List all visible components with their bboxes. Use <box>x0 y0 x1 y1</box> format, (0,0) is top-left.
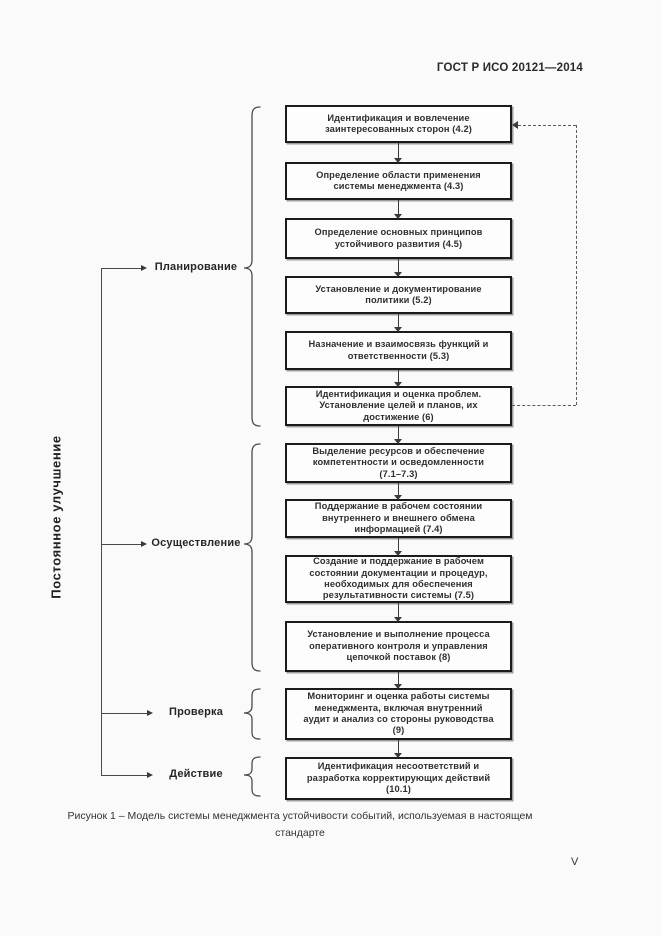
flow-arrow <box>394 426 403 444</box>
stage-label-act: Действие <box>169 768 223 780</box>
group-brace-act <box>243 756 261 797</box>
stage-label-planning: Планирование <box>154 261 238 273</box>
flowchart-box-text: Установление и документирование политики… <box>315 283 482 305</box>
stage-arrow-implementation <box>101 541 147 547</box>
flowchart-box-text: Установление и выполнение процесса опера… <box>307 629 490 663</box>
continuous-improvement-label: Постоянное улучшение <box>48 435 64 599</box>
flow-arrow <box>394 259 403 277</box>
flowchart-box-text: Выделение ресурсов и обеспечение компете… <box>312 445 485 479</box>
stage-arrow-planning <box>101 265 147 271</box>
flowchart-box-text: Создание и поддержание в рабочем состоян… <box>309 556 488 601</box>
flowchart-box-text: Определение основных принципов устойчиво… <box>314 227 483 249</box>
flowchart-box-text: Идентификация несоответствий и разработк… <box>306 761 491 795</box>
flowchart-box-communication: Поддержание в рабочем состоянии внутренн… <box>285 499 512 538</box>
feedback-line-bottom <box>512 405 576 406</box>
feedback-line-right <box>576 125 577 405</box>
stage-label-implementation: Осуществление <box>151 537 241 549</box>
document-header: ГОСТ Р ИСО 20121—2014 <box>436 62 583 74</box>
flowchart-box-policy: Установление и документирование политики… <box>285 276 512 314</box>
group-brace-implementation <box>243 443 261 672</box>
flowchart-box-resources: Выделение ресурсов и обеспечение компете… <box>285 443 512 483</box>
flowchart-box-documentation: Создание и поддержание в рабочем состоян… <box>285 555 512 603</box>
flow-arrow <box>394 314 403 332</box>
flowchart-box-monitoring: Мониторинг и оценка работы системы менед… <box>285 688 512 740</box>
flow-arrow <box>394 740 403 758</box>
stage-arrow-act <box>101 772 153 778</box>
flow-arrow <box>394 483 403 500</box>
group-brace-planning <box>243 106 261 427</box>
stage-arrow-check <box>101 710 153 716</box>
flowchart-box-text: Мониторинг и оценка работы системы менед… <box>303 691 494 736</box>
page-number: V <box>571 856 579 868</box>
group-brace-check <box>243 688 261 740</box>
stage-rail-line <box>101 268 102 775</box>
flow-arrow <box>394 538 403 556</box>
flow-arrow <box>394 370 403 387</box>
flowchart-box-operational-control: Установление и выполнение процесса опера… <box>285 621 512 672</box>
feedback-arrowhead-icon <box>512 121 518 129</box>
flowchart-box-issues-objectives: Идентификация и оценка проблем. Установл… <box>285 386 512 426</box>
flowchart-box-text: Поддержание в рабочем состоянии внутренн… <box>314 501 483 535</box>
flowchart-box-principles: Определение основных принципов устойчиво… <box>285 218 512 259</box>
flowchart-box-stakeholders: Идентификация и вовлечение заинтересован… <box>285 105 512 143</box>
flowchart-box-text: Назначение и взаимосвязь функций и ответ… <box>308 339 489 361</box>
figure-caption: Рисунок 1 – Модель системы менеджмента у… <box>67 810 533 839</box>
flowchart-box-nonconformities: Идентификация несоответствий и разработк… <box>285 757 512 800</box>
stage-label-check: Проверка <box>168 706 224 718</box>
flow-arrow <box>394 143 403 163</box>
flow-arrow <box>394 672 403 689</box>
flowchart-box-text: Определение области применения системы м… <box>316 169 481 191</box>
flow-arrow <box>394 603 403 622</box>
flow-arrow <box>394 200 403 219</box>
flowchart-box-text: Идентификация и оценка проблем. Установл… <box>315 388 482 422</box>
feedback-line-top <box>518 125 576 126</box>
flowchart-box-roles: Назначение и взаимосвязь функций и ответ… <box>285 331 512 370</box>
flowchart-box-text: Идентификация и вовлечение заинтересован… <box>325 112 472 134</box>
flowchart-box-scope: Определение области применения системы м… <box>285 162 512 200</box>
